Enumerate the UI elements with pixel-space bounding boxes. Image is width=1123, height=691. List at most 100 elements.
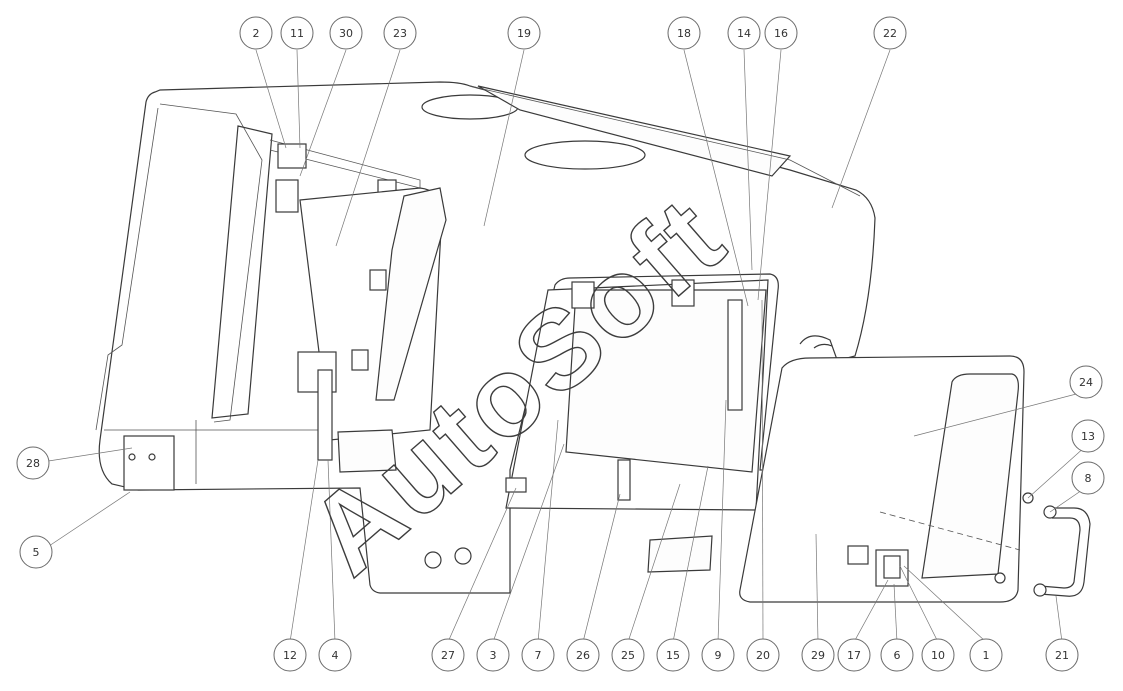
- left-mesh-strip: [375, 187, 447, 401]
- callout-9: 9: [701, 638, 735, 672]
- callout-16: 16: [764, 16, 798, 50]
- callout-number: 7: [535, 649, 542, 662]
- callout-8: 8: [1071, 461, 1105, 495]
- callout-circle: [880, 638, 914, 672]
- callout-18: 18: [667, 16, 701, 50]
- callout-circle: [476, 638, 510, 672]
- callout-number: 18: [677, 27, 691, 40]
- callout-11: 11: [280, 16, 314, 50]
- callout-number: 1: [983, 649, 990, 662]
- right-door-mesh: [921, 373, 1019, 579]
- callout-circle: [727, 16, 761, 50]
- callout-circle: [431, 638, 465, 672]
- callout-15: 15: [656, 638, 690, 672]
- callout-circle: [1069, 365, 1103, 399]
- callout-circle: [318, 638, 352, 672]
- callout-number: 30: [339, 27, 353, 40]
- callout-23: 23: [383, 16, 417, 50]
- top-opening-right: [524, 140, 646, 170]
- callout-20: 20: [746, 638, 780, 672]
- callout-circle: [273, 638, 307, 672]
- callout-14: 14: [727, 16, 761, 50]
- callout-circle: [801, 638, 835, 672]
- callout-number: 28: [26, 457, 40, 470]
- callout-19: 19: [507, 16, 541, 50]
- callout-circle: [566, 638, 600, 672]
- hood-assembly: [95, 81, 876, 594]
- callout-number: 2: [253, 27, 260, 40]
- callout-number: 3: [490, 649, 497, 662]
- vertical-strap: [317, 369, 333, 461]
- callout-2: 2: [239, 16, 273, 50]
- callout-circle: [701, 638, 735, 672]
- callout-number: 9: [715, 649, 722, 662]
- callout-29: 29: [801, 638, 835, 672]
- lower-bracket: [123, 435, 175, 491]
- lower-mesh-grille: [647, 535, 713, 573]
- callout-1: 1: [969, 638, 1003, 672]
- left-panel-inner-edge: [95, 107, 159, 431]
- leader-lines: [41, 49, 1089, 643]
- callout-circle: [1045, 638, 1079, 672]
- callout-circle: [383, 16, 417, 50]
- hinge-plate-top: [277, 143, 307, 169]
- callout-number: 22: [883, 27, 897, 40]
- callout-circle: [969, 638, 1003, 672]
- callout-26: 26: [566, 638, 600, 672]
- callout-circle: [667, 16, 701, 50]
- lower-left-mesh: [337, 429, 397, 473]
- callout-7: 7: [521, 638, 555, 672]
- callout-10: 10: [921, 638, 955, 672]
- callout-circle: [873, 16, 907, 50]
- callout-number: 19: [517, 27, 531, 40]
- callout-27: 27: [431, 638, 465, 672]
- light-right: [454, 547, 472, 565]
- callout-number: 10: [931, 649, 945, 662]
- callout-circle: [611, 638, 645, 672]
- vertical-hinge-bar: [727, 299, 743, 411]
- callout-number: 17: [847, 649, 861, 662]
- callout-6: 6: [880, 638, 914, 672]
- callout-number: 24: [1079, 376, 1093, 389]
- callout-circle: [16, 446, 50, 480]
- callout-number: 25: [621, 649, 635, 662]
- callout-number: 15: [666, 649, 680, 662]
- light-left: [424, 551, 442, 569]
- callout-5: 5: [19, 535, 53, 569]
- callout-number: 14: [737, 27, 751, 40]
- callout-circle: [521, 638, 555, 672]
- callout-13: 13: [1071, 419, 1105, 453]
- right-access-door: [739, 355, 1025, 603]
- callout-4: 4: [318, 638, 352, 672]
- hinge-plate-lower: [275, 179, 299, 213]
- callout-number: 21: [1055, 649, 1069, 662]
- callout-circle: [280, 16, 314, 50]
- callout-25: 25: [611, 638, 645, 672]
- top-mesh-grille: [477, 85, 792, 177]
- callout-number: 8: [1085, 472, 1092, 485]
- callout-24: 24: [1069, 365, 1103, 399]
- callout-number: 13: [1081, 430, 1095, 443]
- callout-12: 12: [273, 638, 307, 672]
- callout-circle: [837, 638, 871, 672]
- callout-number: 5: [33, 546, 40, 559]
- callout-number: 12: [283, 649, 297, 662]
- inner-window-frame: [211, 125, 273, 419]
- callout-3: 3: [476, 638, 510, 672]
- callout-circle: [764, 16, 798, 50]
- callout-circle: [656, 638, 690, 672]
- callout-circle: [746, 638, 780, 672]
- callout-30: 30: [329, 16, 363, 50]
- callout-circle: [329, 16, 363, 50]
- callout-circle: [239, 16, 273, 50]
- callout-number: 4: [332, 649, 339, 662]
- callout-number: 20: [756, 649, 770, 662]
- callout-circle: [507, 16, 541, 50]
- callout-circle: [921, 638, 955, 672]
- callout-circle: [1071, 461, 1105, 495]
- callout-21: 21: [1045, 638, 1079, 672]
- callout-number: 16: [774, 27, 788, 40]
- callout-number: 11: [290, 27, 304, 40]
